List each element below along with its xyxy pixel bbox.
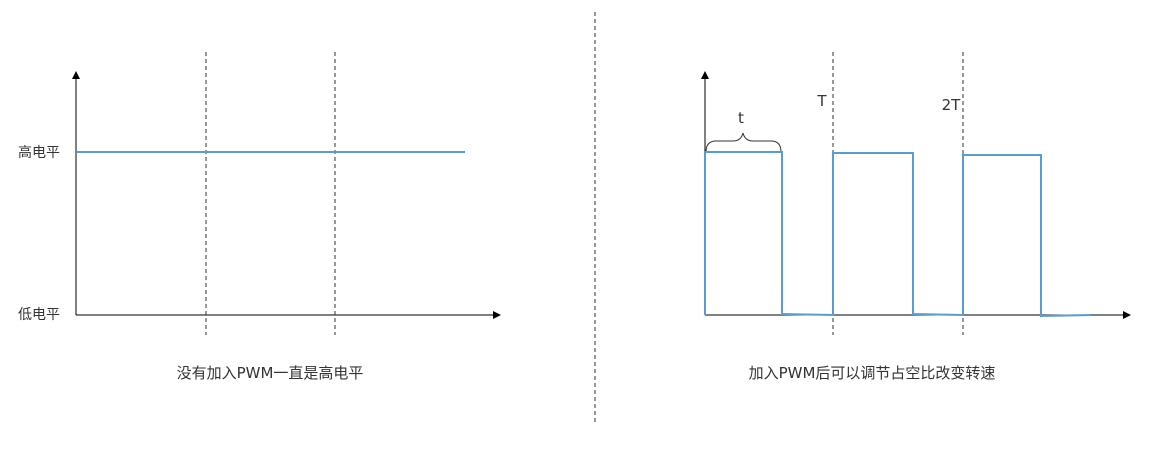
- y-low-label: 低电平: [18, 307, 60, 323]
- pulse-width-brace: [705, 132, 782, 153]
- left-panel: 高电平 低电平 没有加入PWM一直是高电平: [18, 52, 501, 382]
- right-caption: 加入PWM后可以调节占空比改变转速: [749, 364, 996, 382]
- double-period-label: 2T: [942, 96, 962, 114]
- pwm-signal: [704, 151, 1092, 318]
- y-high-label: 高电平: [18, 144, 60, 161]
- left-caption: 没有加入PWM一直是高电平: [177, 364, 364, 382]
- right-panel: T 2T t 加入PWM后可以调节占空比改变转速: [701, 52, 1131, 382]
- period-label: T: [816, 92, 827, 110]
- pulse-width-label: t: [738, 109, 744, 127]
